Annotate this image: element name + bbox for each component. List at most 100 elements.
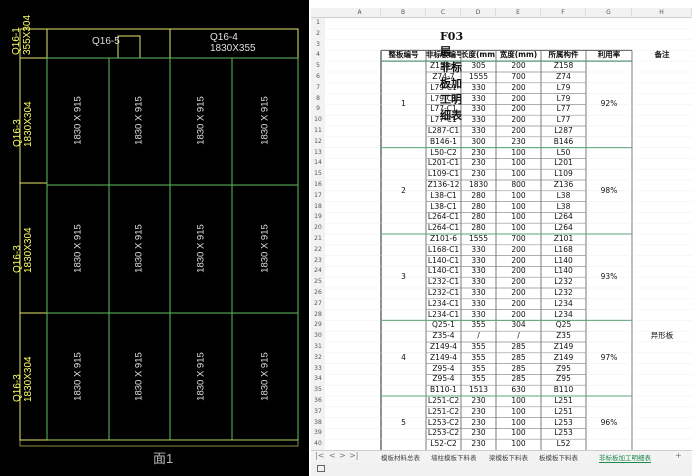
table-cell[interactable]: L38 bbox=[556, 190, 571, 200]
row-header[interactable]: 3 bbox=[316, 40, 320, 48]
table-header[interactable]: 非标板编号 bbox=[426, 50, 461, 60]
table-cell[interactable]: 330 bbox=[471, 298, 486, 308]
row-header[interactable]: 30 bbox=[314, 332, 322, 340]
table-cell[interactable]: L232-C1 bbox=[427, 288, 460, 297]
row-header[interactable]: 34 bbox=[314, 375, 322, 383]
table-cell[interactable]: 355 bbox=[471, 374, 486, 384]
table-cell[interactable]: L232 bbox=[554, 288, 573, 297]
table-cell[interactable]: 700 bbox=[511, 234, 526, 243]
table-cell[interactable]: 700 bbox=[511, 72, 526, 81]
row-header[interactable]: 25 bbox=[314, 278, 322, 286]
window-icon[interactable] bbox=[317, 465, 325, 472]
table-cell[interactable]: Z136-12 bbox=[427, 180, 460, 189]
table-cell[interactable]: L251-C2 bbox=[427, 406, 460, 416]
sheet-tab[interactable]: 墙柱模板下料表 bbox=[431, 454, 477, 462]
table-cell[interactable]: 330 bbox=[471, 277, 486, 287]
table-cell[interactable]: L264-C1 bbox=[427, 212, 460, 222]
table-cell[interactable]: 230 bbox=[471, 439, 486, 449]
table-cell[interactable]: B146-1 bbox=[430, 136, 457, 146]
row-header[interactable]: 27 bbox=[314, 299, 322, 307]
table-cell[interactable]: L264-C1 bbox=[427, 223, 460, 233]
row-header[interactable]: 26 bbox=[314, 289, 322, 296]
table-cell[interactable]: 1555 bbox=[468, 234, 489, 243]
sheet-tab[interactable]: 板模板下料表 bbox=[539, 454, 578, 462]
table-cell[interactable]: L79 bbox=[556, 93, 571, 103]
remark-cell[interactable]: 异形板 bbox=[650, 331, 674, 341]
table-header[interactable]: 宽度(mm) bbox=[499, 50, 538, 60]
table-cell[interactable]: L251-C2 bbox=[427, 396, 460, 405]
table-cell[interactable]: 200 bbox=[511, 266, 526, 276]
row-header[interactable]: 11 bbox=[314, 127, 322, 134]
table-cell[interactable]: 230 bbox=[471, 396, 486, 405]
sheet-tab[interactable]: 模板材料总表 bbox=[381, 454, 420, 462]
table-cell[interactable]: 355 bbox=[471, 320, 486, 330]
table-cell[interactable]: L251 bbox=[554, 406, 573, 416]
table-cell[interactable]: 230 bbox=[471, 428, 486, 438]
table-cell[interactable]: 280 bbox=[471, 223, 486, 233]
table-cell[interactable]: 800 bbox=[511, 180, 526, 189]
tab-next-icon[interactable]: > bbox=[339, 451, 346, 460]
group-id-cell[interactable]: 1 bbox=[401, 99, 406, 109]
table-cell[interactable]: L201-C1 bbox=[427, 158, 460, 168]
table-cell[interactable]: L52-C2 bbox=[430, 439, 457, 449]
table-cell[interactable]: L79-C1 bbox=[430, 93, 457, 103]
utilization-cell[interactable]: 92% bbox=[600, 99, 618, 109]
table-cell[interactable]: 200 bbox=[511, 277, 526, 287]
row-header[interactable]: 1 bbox=[316, 19, 320, 26]
row-header[interactable]: 10 bbox=[314, 116, 322, 124]
table-cell[interactable]: Z149 bbox=[553, 342, 574, 351]
table-cell[interactable]: 304 bbox=[511, 320, 526, 330]
table-cell[interactable]: L77 bbox=[556, 115, 571, 125]
row-header[interactable]: 32 bbox=[314, 353, 322, 361]
table-cell[interactable]: Z101-6 bbox=[430, 234, 457, 243]
table-cell[interactable]: 200 bbox=[511, 104, 526, 114]
add-sheet-button[interactable]: + bbox=[675, 451, 682, 460]
table-cell[interactable]: 330 bbox=[471, 82, 486, 92]
row-header[interactable]: 36 bbox=[314, 397, 322, 404]
table-cell[interactable]: 100 bbox=[511, 147, 526, 157]
column-header-a[interactable]: A bbox=[339, 8, 381, 18]
table-cell[interactable]: L140 bbox=[554, 266, 573, 276]
row-header[interactable]: 31 bbox=[314, 343, 322, 350]
table-cell[interactable]: L79-C1 bbox=[430, 82, 457, 92]
table-cell[interactable]: / bbox=[517, 331, 520, 341]
table-cell[interactable]: L109 bbox=[554, 169, 573, 179]
table-cell[interactable]: L201 bbox=[554, 158, 573, 168]
row-header[interactable]: 18 bbox=[314, 202, 322, 210]
table-cell[interactable]: L140-C1 bbox=[427, 255, 460, 265]
table-cell[interactable]: 100 bbox=[511, 201, 526, 211]
table-cell[interactable]: 200 bbox=[511, 244, 526, 254]
table-cell[interactable]: 355 bbox=[471, 342, 486, 351]
table-cell[interactable]: L38 bbox=[556, 201, 571, 211]
row-header[interactable]: 19 bbox=[314, 213, 322, 221]
table-cell[interactable]: / bbox=[477, 331, 480, 341]
table-cell[interactable]: L287 bbox=[554, 126, 573, 135]
table-cell[interactable]: 285 bbox=[511, 363, 526, 373]
row-header[interactable]: 37 bbox=[314, 407, 322, 415]
table-cell[interactable]: Z95 bbox=[556, 363, 571, 373]
table-cell[interactable]: 300 bbox=[471, 136, 486, 146]
row-header[interactable]: 38 bbox=[314, 418, 322, 426]
table-cell[interactable]: 100 bbox=[511, 417, 526, 427]
utilization-cell[interactable]: 97% bbox=[600, 353, 618, 363]
table-cell[interactable]: L234 bbox=[554, 298, 573, 308]
table-cell[interactable]: L38-C1 bbox=[430, 190, 457, 200]
table-cell[interactable]: Z158 bbox=[553, 61, 574, 71]
table-cell[interactable]: L168-C1 bbox=[427, 244, 460, 254]
table-cell[interactable]: 285 bbox=[511, 374, 526, 384]
table-cell[interactable]: 285 bbox=[511, 342, 526, 351]
table-cell[interactable]: L264 bbox=[554, 212, 573, 222]
table-cell[interactable]: 100 bbox=[511, 439, 526, 449]
table-cell[interactable]: 100 bbox=[511, 169, 526, 179]
table-cell[interactable]: L287-C1 bbox=[427, 126, 460, 135]
table-cell[interactable]: L253 bbox=[554, 428, 573, 438]
row-header[interactable]: 35 bbox=[314, 386, 322, 394]
table-cell[interactable]: 200 bbox=[511, 309, 526, 319]
table-cell[interactable]: 200 bbox=[511, 93, 526, 103]
row-header[interactable]: 17 bbox=[314, 191, 322, 199]
table-cell[interactable]: L251 bbox=[554, 396, 573, 405]
utilization-cell[interactable]: 98% bbox=[600, 185, 618, 195]
table-cell[interactable]: Z136 bbox=[553, 180, 574, 189]
utilization-cell[interactable]: 93% bbox=[600, 272, 618, 281]
table-cell[interactable]: 330 bbox=[471, 115, 486, 125]
